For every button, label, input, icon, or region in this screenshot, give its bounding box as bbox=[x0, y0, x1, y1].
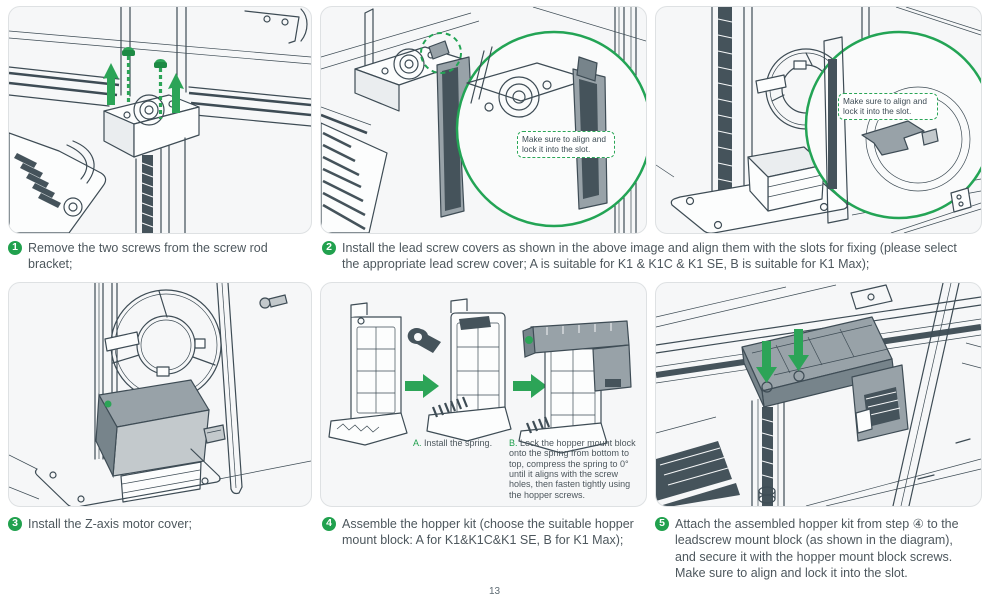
spring-icon bbox=[407, 328, 441, 353]
panel-step4-illustration bbox=[8, 282, 312, 507]
substep-a-text: Install the spring. bbox=[424, 438, 493, 448]
panel-step2-illustration: Make sure to align and lock it into the … bbox=[320, 6, 647, 234]
step2-number-badge: 2 bbox=[322, 241, 336, 255]
panel-step1-illustration bbox=[8, 6, 312, 234]
arrow-right-icon bbox=[405, 374, 439, 398]
arrow-down-icon bbox=[756, 341, 777, 383]
arrow-up-icon bbox=[168, 73, 184, 113]
step1-drawing bbox=[9, 7, 311, 233]
highlight-dashed-circle-icon bbox=[420, 32, 462, 74]
arrow-down-icon bbox=[788, 329, 809, 371]
step4-text: Assemble the hopper kit (choose the suit… bbox=[342, 517, 634, 548]
columns bbox=[94, 283, 288, 495]
arrow-right-icon bbox=[513, 374, 547, 398]
callout-align-slot: Make sure to align and lock it into the … bbox=[517, 131, 615, 158]
step4-drawing bbox=[328, 298, 632, 454]
vent-mesh bbox=[656, 438, 981, 506]
hopper-bracket-stage2 bbox=[426, 298, 512, 442]
step5-drawing bbox=[656, 283, 981, 506]
vent-grille bbox=[321, 122, 388, 233]
page-number: 13 bbox=[489, 586, 501, 597]
step3-text: Install the Z-axis motor cover; bbox=[28, 517, 192, 531]
substep-b-text: Lock the hopper mount block onto the spr… bbox=[509, 438, 636, 500]
hopper-bracket-stage3 bbox=[518, 320, 632, 454]
base-plate-and-motor bbox=[670, 146, 848, 233]
magnifier-circle-icon bbox=[455, 30, 646, 228]
frame-rails bbox=[9, 30, 311, 127]
callout-align-slot: Make sure to align and lock it into the … bbox=[838, 93, 938, 120]
arrow-up-icon bbox=[103, 63, 119, 105]
z-column-leadscrew bbox=[751, 392, 785, 506]
step2-text: Install the lead screw covers as shown i… bbox=[342, 241, 957, 272]
step2-caption: 2 Install the lead screw covers as shown… bbox=[322, 240, 975, 273]
screw-icon bbox=[154, 58, 167, 119]
base-plate bbox=[9, 448, 311, 506]
bottom-right-detail bbox=[890, 187, 981, 233]
step1-text: Remove the two screws from the screw rod… bbox=[28, 241, 268, 272]
step4-number-badge: 4 bbox=[322, 517, 336, 531]
step5-number-badge: 5 bbox=[655, 517, 669, 531]
top-right-bracket bbox=[244, 8, 308, 44]
screw-icon bbox=[122, 46, 135, 105]
step3-result-drawing bbox=[9, 283, 311, 506]
step1-caption: 1 Remove the two screws from the screw r… bbox=[8, 240, 308, 273]
panel-step3-illustration: Make sure to align and lock it into the … bbox=[655, 6, 982, 234]
step1-number-badge: 1 bbox=[8, 241, 22, 255]
panel-step6-illustration bbox=[655, 282, 982, 507]
step3-caption: 3 Install the Z-axis motor cover; bbox=[8, 516, 308, 532]
step5-caption: 5 Attach the assembled hopper kit from s… bbox=[655, 516, 977, 581]
step3-drawing bbox=[656, 7, 981, 233]
step3-number-badge: 3 bbox=[8, 517, 22, 531]
hopper-kit-assembly bbox=[741, 316, 909, 442]
z-column-threaded bbox=[711, 7, 753, 198]
motor-detail bbox=[9, 132, 107, 233]
motor-cover-ring bbox=[104, 289, 222, 401]
step4-caption: 4 Assemble the hopper kit (choose the su… bbox=[322, 516, 640, 549]
substep-b: B. Lock the hopper mount block onto the … bbox=[509, 438, 639, 500]
step2-drawing bbox=[321, 7, 646, 233]
panel-step5-illustration: A. Install the spring. B. Lock the hoppe… bbox=[320, 282, 647, 507]
lead-screw-rod bbox=[135, 137, 186, 233]
step5-text: Attach the assembled hopper kit from ste… bbox=[675, 517, 959, 580]
substep-a: A. Install the spring. bbox=[413, 438, 513, 448]
substep-a-label: A. bbox=[413, 438, 422, 448]
substep-b-label: B. bbox=[509, 438, 518, 448]
motor-cover-box bbox=[95, 379, 226, 503]
hopper-bracket-stage1 bbox=[328, 302, 408, 446]
